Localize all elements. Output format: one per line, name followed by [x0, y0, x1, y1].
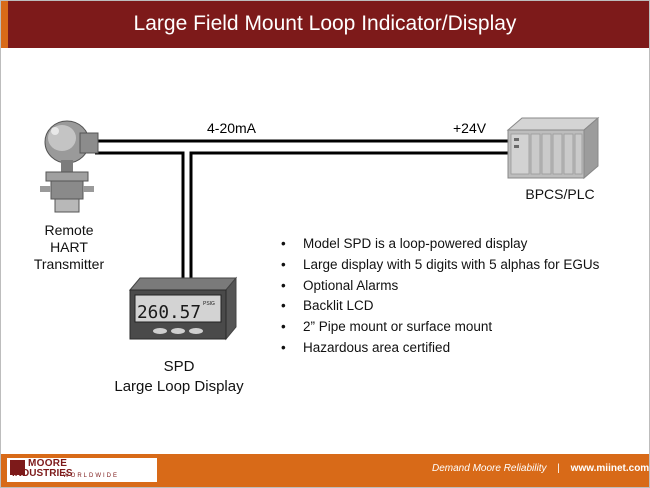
transmitter-label-line-2: HART — [50, 239, 88, 255]
feature-item: Hazardous area certified — [279, 338, 599, 359]
brand-bottom: INDUSTRIES — [12, 468, 73, 479]
footer-separator: | — [557, 463, 560, 474]
brand-sub: WORLDWIDE — [63, 473, 119, 479]
transmitter-label: Remote HART Transmitter — [14, 222, 124, 273]
feature-item: Large display with 5 digits with 5 alpha… — [279, 255, 599, 276]
display-label-line-2: Large Loop Display — [114, 378, 244, 395]
logo-mark-icon — [10, 460, 25, 475]
feature-item: Model SPD is a loop-powered display — [279, 234, 599, 255]
transmitter-label-line-1: Remote — [44, 222, 94, 238]
hart-transmitter-icon — [40, 120, 99, 213]
lower-wire-right — [189, 151, 508, 282]
footer-tagline: Demand Moore Reliability — [432, 463, 547, 474]
lower-wire-left — [95, 151, 185, 282]
moore-logo-icon — [7, 458, 157, 482]
title-bar — [1, 1, 649, 48]
feature-item: 2” Pipe mount or surface mount — [279, 317, 599, 338]
transmitter-label-line-3: Transmitter — [33, 256, 105, 272]
feature-item: Backlit LCD — [279, 296, 599, 317]
plc-rack-icon — [506, 116, 600, 180]
loop-display-icon: 260.57 PSIG — [128, 276, 238, 341]
brand-top: MOORE — [28, 458, 68, 469]
signal-label: 4-20mA — [207, 120, 257, 136]
display-label-line-1: SPD — [163, 358, 195, 375]
display-label: SPD Large Loop Display — [86, 357, 272, 397]
title-accent — [1, 1, 8, 48]
supply-label: +24V — [453, 120, 487, 136]
display-unit: PSIG — [203, 301, 215, 307]
footer-url[interactable]: www.miinet.com — [570, 463, 650, 474]
plc-label: BPCS/PLC — [525, 186, 595, 202]
slide-title: Large Field Mount Loop Indicator/Display — [133, 12, 517, 35]
feature-list: Model SPD is a loop-powered display Larg… — [279, 234, 599, 359]
display-reading: 260.57 — [137, 302, 201, 323]
feature-item: Optional Alarms — [279, 276, 599, 297]
footer-text: Demand Moore Reliability | www.miinet.co… — [432, 463, 649, 474]
loop-wiring — [95, 139, 508, 282]
